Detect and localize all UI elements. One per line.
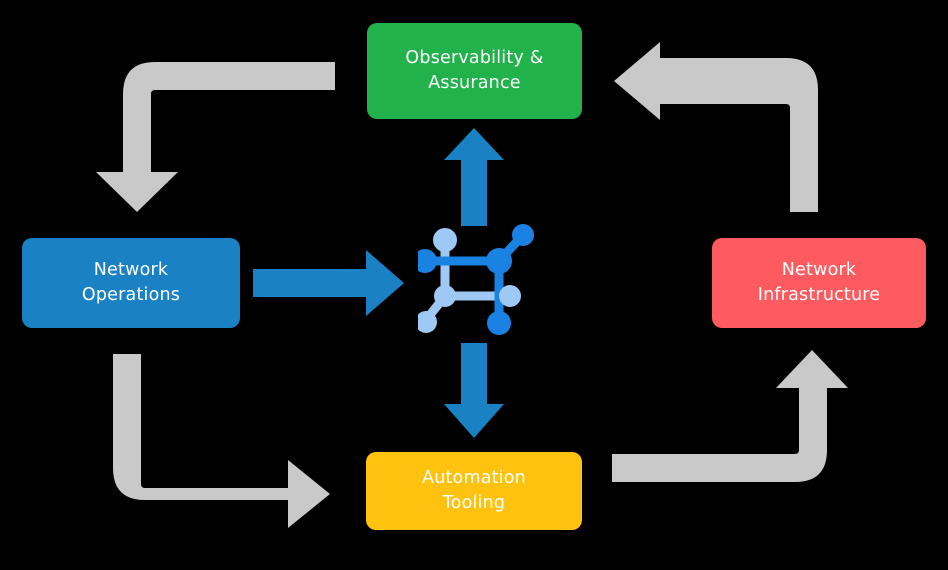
arrow-automation-to-infrastructure bbox=[612, 350, 848, 482]
topology-nodes-light bbox=[418, 228, 521, 333]
network-topology-icon bbox=[418, 224, 534, 335]
arrow-infrastructure-to-observability bbox=[614, 42, 818, 212]
arrow-operations-to-center bbox=[253, 250, 404, 316]
node-network-infrastructure[interactable]: Network Infrastructure bbox=[712, 238, 926, 328]
topology-nodes-dark bbox=[418, 224, 534, 335]
node-automation-tooling[interactable]: Automation Tooling bbox=[366, 452, 582, 530]
node-observability-assurance[interactable]: Observability & Assurance bbox=[367, 23, 582, 119]
node-network-operations[interactable]: Network Operations bbox=[22, 238, 240, 328]
arrow-center-to-automation bbox=[444, 343, 504, 438]
arrow-operations-to-automation bbox=[113, 354, 330, 528]
arrow-center-to-observability bbox=[444, 128, 504, 226]
arrow-observability-to-operations bbox=[96, 62, 335, 212]
